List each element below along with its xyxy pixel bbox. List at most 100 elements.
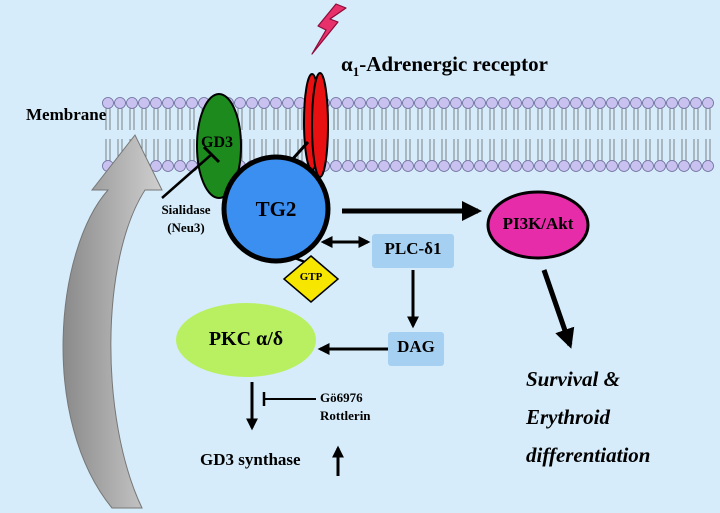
lipid-head [258,97,270,109]
lipid-head [162,160,174,172]
arrow-pi3k-to-survival [541,269,575,349]
lipid-head [438,97,450,109]
lipid-head [270,97,282,109]
lipid-head [690,97,702,109]
tg2-gtp-connector [291,255,306,264]
lipid-head [498,160,510,172]
lipid-head [330,160,342,172]
dag-box [388,332,444,366]
lipid-head [150,97,162,109]
lipid-head [390,97,402,109]
plc-delta1-box [372,234,454,268]
inhibitor-label: Gö6976 Rottlerin [320,390,371,423]
lipid-head [510,160,522,172]
lipid-head [354,160,366,172]
lipid-head [474,160,486,172]
lipid-head [594,97,606,109]
pkc-label: PKC α/δ [208,328,284,350]
lipid-head [678,160,690,172]
lipid-head [630,97,642,109]
lipid-head [426,160,438,172]
membrane-bilayer [102,97,714,172]
lipid-head [486,97,498,109]
lipid-head [342,160,354,172]
lipid-head [558,160,570,172]
lipid-head [402,160,414,172]
gd3-label: GD3 [201,134,233,151]
lipid-head [366,160,378,172]
plc-delta1-label: PLC-δ1 [384,239,442,258]
lipid-head [426,97,438,109]
lipid-head [414,97,426,109]
pkc-node [176,303,316,377]
lipid-head [102,97,114,109]
lipid-head [666,97,678,109]
lipid-head [354,97,366,109]
lipid-head [522,97,534,109]
lipid-head [582,160,594,172]
pi3k-akt-label: PI3K/Akt [502,214,574,233]
inhibitor-tbar [262,392,316,406]
lipid-head [570,97,582,109]
pi3k-akt-node [486,190,590,260]
lipid-head [402,97,414,109]
lipid-head [534,160,546,172]
gd3-synthase-label: GD3 synthase [200,450,301,469]
lipid-head [582,97,594,109]
lipid-head [114,97,126,109]
lipid-head [654,97,666,109]
lipid-head [546,97,558,109]
lipid-head [594,160,606,172]
lipid-head [678,97,690,109]
tg2-label: TG2 [255,197,297,221]
lipid-head [510,97,522,109]
lipid-head [234,97,246,109]
lipid-head [330,97,342,109]
lipid-head [390,160,402,172]
lipid-head [162,97,174,109]
lipid-head [654,160,666,172]
sialidase-label: Sialidase (Neu3) [161,202,211,235]
lipid-head [606,97,618,109]
lipid-head [462,97,474,109]
gtp-label: GTP [299,271,323,283]
lipid-head [606,160,618,172]
dag-label: DAG [397,337,435,356]
lipid-head [174,160,186,172]
lipid-head [186,97,198,109]
lipid-head [246,97,258,109]
lipid-head [450,160,462,172]
gray-curved-arrow [62,134,163,509]
lipid-head [174,97,186,109]
receptor-label: α1-Adrenergic receptor [341,52,548,80]
lipid-head [498,97,510,109]
outcome-label: Survival & Erythroid differentiation [526,367,651,467]
lipid-head [702,160,714,172]
lipid-head [474,97,486,109]
sialidase-inhibition [161,145,221,199]
tg2-node [221,154,331,264]
membrane-label: Membrane [26,105,107,124]
lipid-head [630,160,642,172]
lipid-head [618,97,630,109]
lipid-head [486,160,498,172]
lipid-head [414,160,426,172]
lipid-head [438,160,450,172]
lipid-head [666,160,678,172]
lipid-head [522,160,534,172]
lipid-head [342,97,354,109]
lipid-head [378,160,390,172]
lipid-head [642,97,654,109]
lipid-head [702,97,714,109]
lipid-head [690,160,702,172]
lipid-head [378,97,390,109]
lipid-head [138,97,150,109]
gtp-diamond [282,255,340,303]
lipid-head [618,160,630,172]
lightning-bolt-icon [311,3,347,55]
lipid-head [534,97,546,109]
gd3-ellipse [196,93,242,199]
lipid-head [546,160,558,172]
